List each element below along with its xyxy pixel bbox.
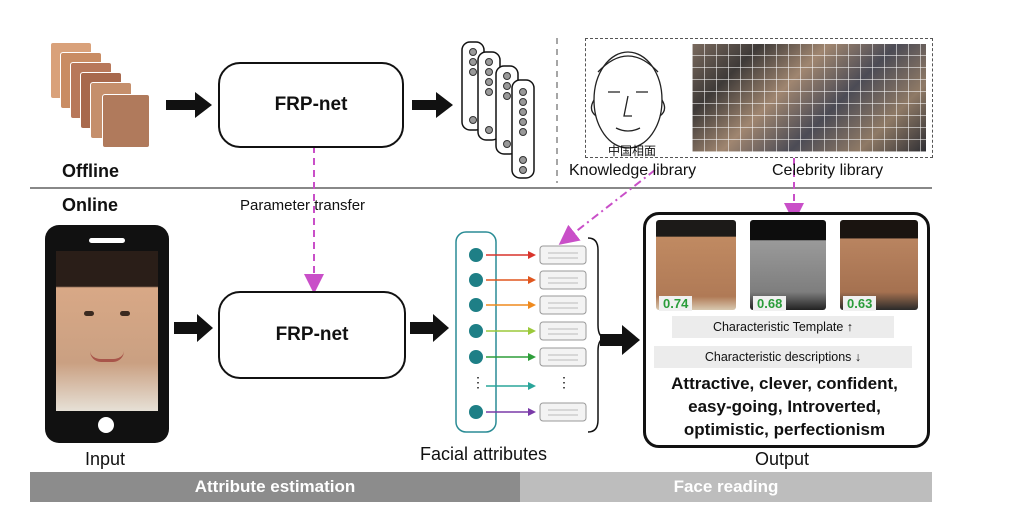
online-label: Online: [62, 195, 119, 215]
celebrity-library-grid: [692, 44, 926, 152]
attribute-description-scrolls: [539, 245, 587, 422]
facial-attributes-label: Facial attributes: [420, 444, 548, 464]
online-to-output-arrow: [600, 325, 640, 355]
phone-speaker: [89, 238, 125, 243]
output-score-2: 0.68: [753, 296, 787, 311]
online-frp-to-attributes-arrow: [410, 314, 449, 342]
output-face-2: [750, 220, 826, 310]
characteristic-description-text: Attractive, clever, confident, easy-goin…: [671, 374, 898, 439]
online-frp-net-box: FRP-net: [218, 291, 406, 379]
offline-label: Offline: [62, 161, 119, 181]
knowledge-to-attributes-arrow: [558, 169, 656, 245]
online-input-arrow: [174, 314, 213, 342]
output-face-3: [840, 220, 918, 310]
output-score-3: 0.63: [843, 296, 877, 311]
face-reading-bar: Face reading: [520, 472, 932, 502]
input-label: Input: [85, 449, 126, 469]
offline-input-arrow: [166, 92, 212, 118]
library-panel: [585, 38, 933, 158]
phone-home-button: [98, 417, 114, 433]
online-frp-net-label: FRP-net: [275, 324, 349, 345]
output-score-1: 0.74: [659, 296, 693, 311]
output-label: Output: [755, 449, 810, 469]
characteristic-descriptions-label: Characteristic descriptions ↓: [654, 346, 912, 368]
attribute-scrolls-ellipsis: ⋮: [557, 374, 571, 390]
offline-frp-net-box: FRP-net: [218, 62, 404, 148]
attribute-nodes: [469, 248, 483, 419]
phone-device: [45, 225, 169, 443]
knowledge-face-sketch: [590, 51, 666, 149]
offline-face-stack: [50, 42, 160, 152]
offline-frp-net-label: FRP-net: [274, 94, 348, 115]
characteristic-template-label: Characteristic Template ↑: [672, 316, 894, 338]
input-face-photo: [56, 251, 158, 411]
offline-output-arrow: [412, 92, 453, 118]
attribute-nodes-ellipsis: ⋮: [471, 374, 485, 390]
attribute-estimation-bar: Attribute estimation: [30, 472, 520, 502]
knowledge-library-label: Knowledge library: [569, 162, 697, 179]
celebrity-library-label: Celebrity library: [772, 162, 884, 179]
attributes-brace: [587, 237, 607, 433]
output-face-1: [656, 220, 736, 310]
parameter-transfer-label: Parameter transfer: [240, 197, 366, 214]
knowledge-chart-text: 中国相面: [608, 144, 657, 158]
